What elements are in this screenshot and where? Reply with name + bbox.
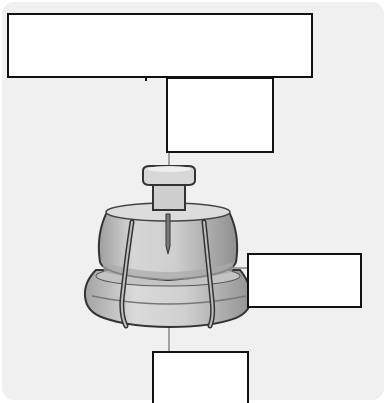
adapter-spike (165, 213, 171, 255)
label-box-bottom (152, 351, 249, 403)
adapter-neck (152, 183, 186, 211)
label-box-middle (166, 77, 274, 153)
label-box-top (7, 13, 313, 78)
label-box-right (247, 253, 362, 308)
